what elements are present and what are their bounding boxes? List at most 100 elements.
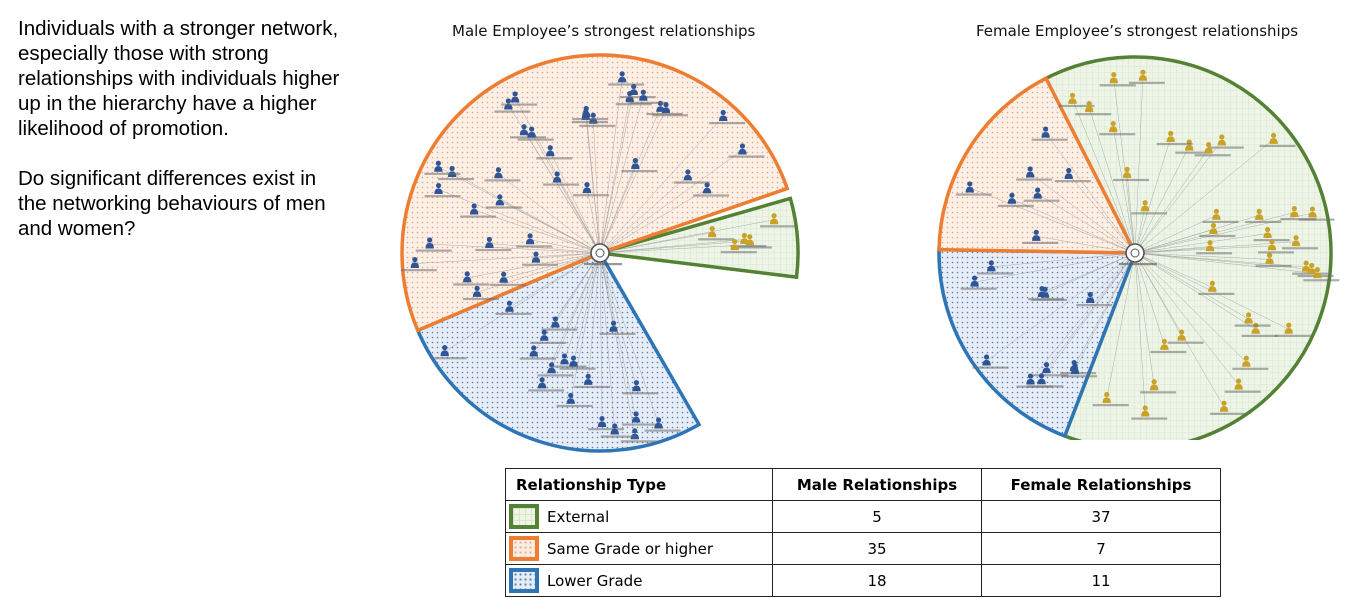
person-icon: [560, 353, 569, 365]
person-icon: [965, 181, 974, 193]
person-icon: [1290, 205, 1299, 218]
person-icon: [1284, 322, 1293, 334]
person-icon: [631, 411, 641, 423]
female-chart-title: Female Employee’s strongest relationship…: [976, 22, 1299, 40]
contact-email-label: [1022, 241, 1059, 245]
central-employee-label: [584, 263, 622, 266]
legend-header-female: Female Relationships: [981, 468, 1221, 501]
contact-email-label: [1131, 417, 1168, 420]
person-icon: [583, 373, 593, 385]
contact-email-label: [1167, 341, 1204, 344]
contact-email-label: [1280, 218, 1317, 221]
person-icon: [1032, 229, 1041, 241]
person-icon: [410, 256, 420, 269]
contact-email-label: [720, 251, 757, 254]
contact-email-label: [521, 263, 558, 266]
contact-email-label: [453, 283, 490, 286]
person-icon: [537, 377, 547, 389]
person-icon: [617, 71, 627, 83]
contact-email-label: [1023, 199, 1060, 202]
contact-email-label: [1175, 151, 1212, 154]
person-icon: [1149, 379, 1159, 391]
person-icon: [1265, 252, 1274, 264]
contact-email-label: [619, 95, 656, 99]
contact-email-label: [519, 357, 556, 360]
person-icon: [1085, 100, 1094, 113]
person-icon: [1263, 226, 1272, 239]
person-icon: [434, 160, 443, 172]
contact-email-label: [559, 367, 596, 370]
same-grade-sector: [400, 53, 790, 333]
person-icon: [1177, 329, 1186, 341]
legend-row-lower-grade: Lower Grade 18 11: [505, 564, 1221, 597]
contact-email-label: [1031, 138, 1068, 141]
contact-email-label: [621, 169, 658, 173]
contact-email-label: [646, 112, 683, 116]
person-icon: [519, 124, 529, 136]
person-icon: [1291, 235, 1301, 247]
person-icon: [970, 275, 979, 287]
person-icon: [1234, 378, 1243, 390]
person-icon: [463, 271, 472, 283]
person-icon: [683, 169, 693, 181]
person-icon: [1217, 134, 1227, 146]
contact-email-label: [424, 195, 461, 198]
person-icon: [1138, 69, 1148, 81]
external-swatch-icon: [509, 504, 539, 529]
contact-email-label: [484, 179, 521, 182]
contact-email-label: [1241, 334, 1278, 338]
legend-header-male: Male Relationships: [772, 468, 982, 501]
person-icon: [529, 345, 538, 357]
legend-female-value: 7: [981, 532, 1221, 565]
person-icon: [582, 182, 592, 194]
person-icon: [469, 203, 479, 215]
legend-row-same-grade: Same Grade or higher 35 7: [505, 532, 1221, 565]
person-icon: [1025, 166, 1035, 178]
contact-email-label: [760, 225, 797, 228]
person-icon: [1308, 206, 1317, 218]
contact-email-label: [1140, 391, 1177, 394]
legend-male-value: 35: [772, 532, 982, 565]
person-icon: [1007, 192, 1017, 204]
contact-email-label: [960, 287, 997, 290]
person-icon: [769, 213, 779, 225]
contact-email-label: [651, 114, 688, 117]
person-icon: [1267, 239, 1277, 251]
contact-email-label: [1061, 375, 1098, 378]
legend-female-value: 37: [981, 500, 1221, 533]
contact-email-label: [573, 194, 610, 197]
contact-email-label: [1257, 251, 1294, 254]
male-network-chart: [400, 53, 800, 453]
contact-email-label: [550, 365, 587, 368]
contact-email-label: [1194, 154, 1231, 157]
person-icon: [582, 105, 591, 117]
contact-email-label: [556, 404, 593, 408]
contact-email-label: [1255, 264, 1292, 268]
person-icon: [1026, 373, 1035, 385]
person-icon: [425, 237, 434, 249]
legend-female-value: 11: [981, 564, 1221, 597]
person-icon: [547, 362, 556, 374]
person-icon: [540, 329, 549, 341]
contact-email-label: [501, 103, 538, 106]
contact-email-label: [1198, 292, 1235, 295]
contact-email-label: [1076, 304, 1113, 307]
person-icon: [1140, 200, 1150, 212]
contact-email-label: [709, 122, 746, 125]
person-icon: [1037, 373, 1046, 385]
contact-email-label: [1150, 350, 1187, 354]
contact-email-label: [1016, 178, 1053, 181]
contact-email-label: [516, 245, 553, 248]
person-icon: [472, 285, 482, 297]
contact-email-label: [1259, 144, 1296, 148]
contact-email-label: [1092, 404, 1129, 407]
contact-email-label: [536, 157, 573, 160]
person-icon: [1068, 92, 1077, 104]
contact-email-label: [489, 283, 526, 286]
contact-email-label: [1210, 412, 1247, 415]
contact-email-label: [1099, 84, 1136, 87]
person-icon: [1209, 222, 1218, 234]
person-icon: [707, 226, 717, 238]
person-icon: [1307, 262, 1316, 274]
person-icon: [527, 126, 536, 138]
